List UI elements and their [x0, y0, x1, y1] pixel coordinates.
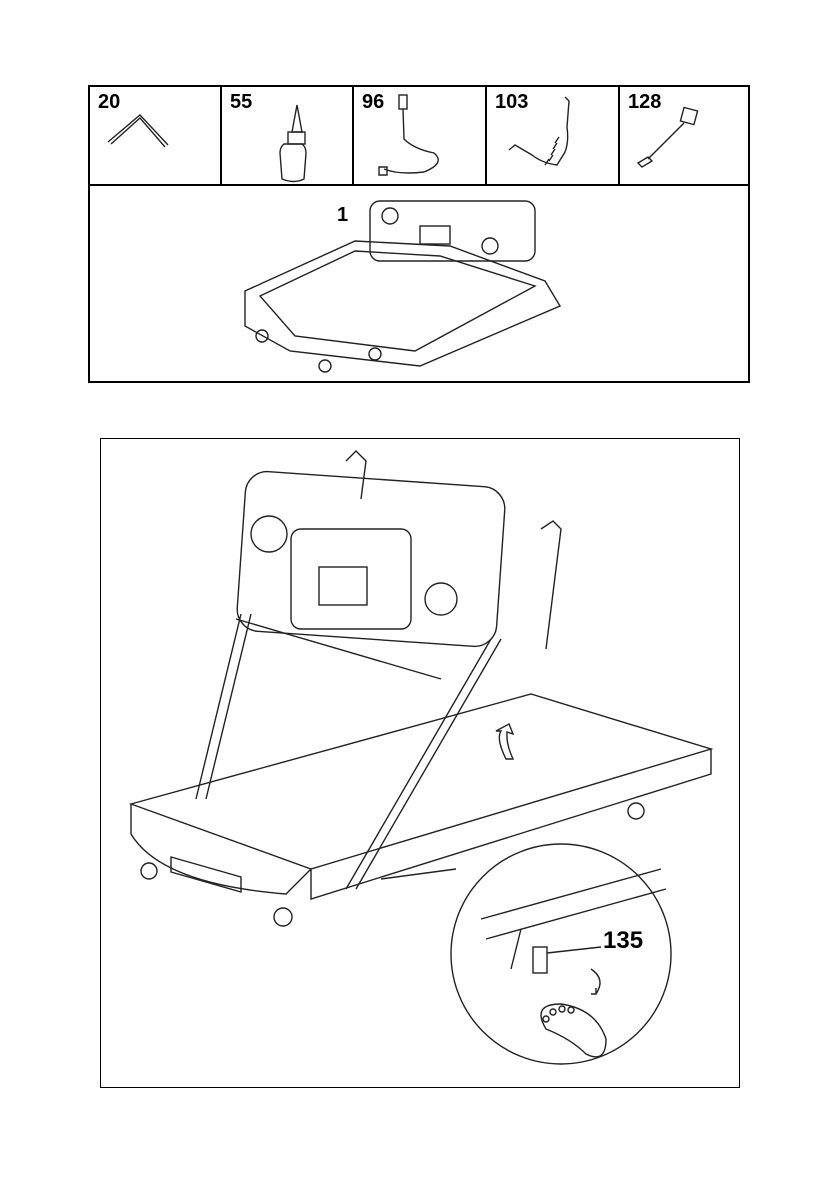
part-number: 103: [495, 91, 529, 113]
treadmill-unfolding-illustration: [128, 450, 714, 1065]
part-cell-allen-key: 20: [90, 87, 222, 186]
part-number: 55: [230, 91, 253, 113]
callout-label: 135: [603, 927, 644, 954]
unfolding-figure: [100, 438, 740, 1088]
part-cell-safety-key: 128: [620, 87, 750, 186]
coiled-cable-icon: [508, 96, 570, 166]
power-cord-icon: [378, 94, 439, 176]
part-number: 128: [628, 91, 662, 113]
oil-bottle-icon: [279, 104, 307, 183]
part-cell-power-cord: 96: [354, 87, 487, 186]
part-cell-oil-bottle: 55: [222, 87, 354, 186]
parts-table: 20 55 96 103 128 1: [88, 85, 750, 383]
allen-key-icon: [107, 114, 169, 148]
safety-key-icon: [636, 106, 699, 168]
part-number: 20: [98, 91, 121, 113]
part-cell-treadmill: 1: [90, 186, 748, 381]
folded-treadmill-illustration: [244, 200, 562, 373]
part-number: 1: [337, 204, 349, 226]
part-number: 96: [362, 91, 385, 113]
part-cell-coiled-cable: 103: [487, 87, 620, 186]
